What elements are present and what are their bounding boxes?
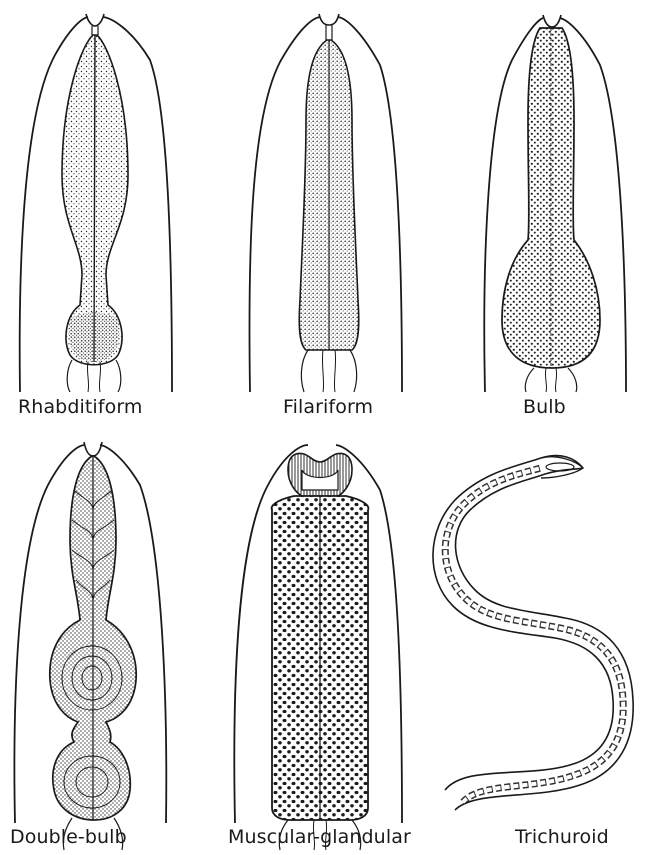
panel-muscular-glandular: Muscular-glandular	[210, 430, 420, 855]
panel-label: Double-bulb	[10, 826, 127, 848]
panel-trichuroid: Trichuroid	[415, 430, 647, 855]
bulb-esophagus-icon	[440, 0, 647, 420]
panel-label: Rhabditiform	[18, 396, 143, 418]
muscular-glandular-esophagus-icon	[210, 430, 420, 855]
rhabditiform-esophagus-icon	[0, 0, 210, 420]
filariform-esophagus-icon	[220, 0, 430, 420]
double-bulb-esophagus-icon	[0, 430, 210, 855]
panel-filariform: Filariform	[220, 0, 430, 420]
panel-label: Filariform	[283, 396, 373, 418]
panel-label: Muscular-glandular	[228, 826, 411, 848]
panel-rhabditiform: Rhabditiform	[0, 0, 210, 420]
panel-bulb: Bulb	[440, 0, 647, 420]
panel-label: Trichuroid	[515, 826, 609, 848]
panel-label: Bulb	[523, 396, 566, 418]
trichuroid-esophagus-icon	[415, 430, 647, 855]
panel-double-bulb: Double-bulb	[0, 430, 210, 855]
